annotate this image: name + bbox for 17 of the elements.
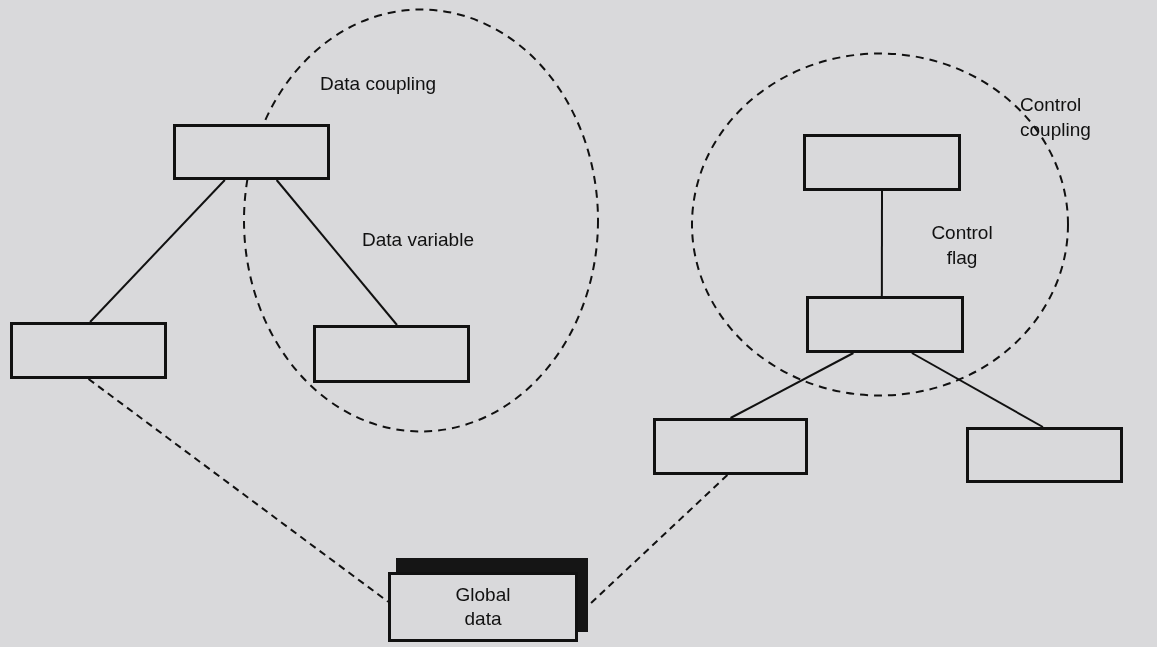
module-box [388,558,588,642]
connector-line [880,190,883,297]
connector-line [89,179,226,323]
group-label: Data coupling [320,72,437,96]
connector-line [910,352,1044,428]
module-box [653,418,808,475]
box-label: Global data [454,583,512,631]
module-box [10,322,167,379]
module-box [806,296,964,353]
group-label: Control coupling [1020,93,1092,142]
module-box [173,124,330,180]
module-box [313,325,470,383]
module-box [966,427,1123,483]
connector-line [275,179,398,326]
module-box [803,134,961,191]
connector-line [729,352,855,419]
dashed-connector [87,378,389,603]
